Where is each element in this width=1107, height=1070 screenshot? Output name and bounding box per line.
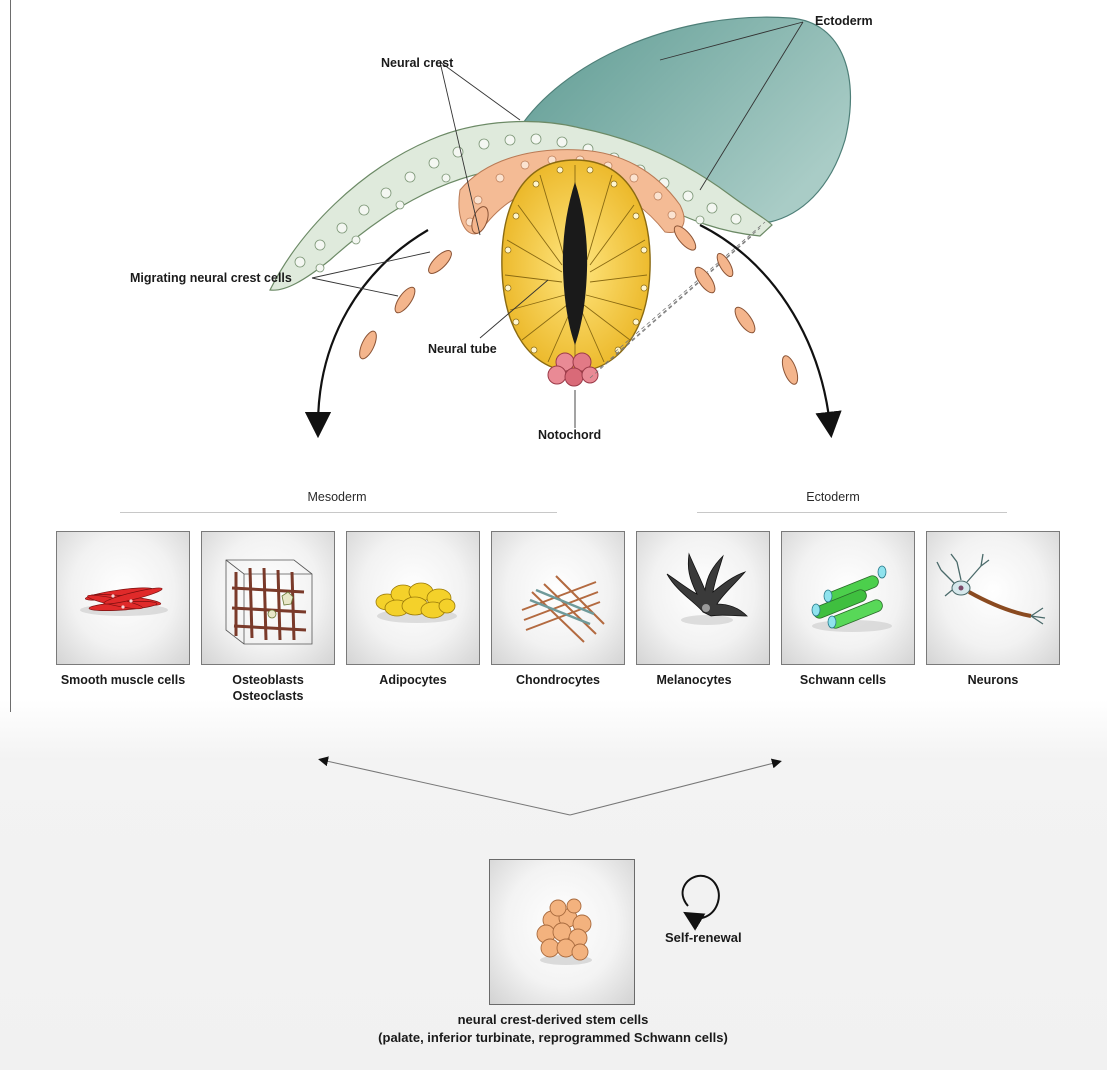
panel-neurons xyxy=(926,531,1060,665)
stem-cells-caption-line1: neural crest-derived stem cells xyxy=(458,1012,649,1027)
label-ectoderm-top: Ectoderm xyxy=(815,14,873,28)
caption-adipocytes: Adipocytes xyxy=(338,672,488,688)
caption-neurons: Neurons xyxy=(918,672,1068,688)
schwann-cell-icon xyxy=(782,532,916,666)
stem-cells-caption-line2: (palate, inferior turbinate, reprogramme… xyxy=(378,1030,728,1045)
panel-chondrocytes xyxy=(491,531,625,665)
caption-line: Schwann cells xyxy=(768,672,918,688)
label-self-renewal: Self-renewal xyxy=(665,930,742,945)
neuron-icon xyxy=(927,532,1061,666)
panel-osteoblasts xyxy=(201,531,335,665)
arrow-to-mesoderm xyxy=(318,230,428,425)
caption-osteo: Osteoblasts Osteoclasts xyxy=(193,672,343,704)
melanocyte-icon xyxy=(637,532,771,666)
caption-line: Melanocytes xyxy=(619,672,769,688)
stem-cell-panel xyxy=(489,859,635,1005)
panel-melanocytes xyxy=(636,531,770,665)
panel-adipocytes xyxy=(346,531,480,665)
cartilage-icon xyxy=(492,532,626,666)
embryo-illustration xyxy=(0,0,1107,460)
group-ectoderm-rule xyxy=(697,512,1007,513)
caption-chondrocytes: Chondrocytes xyxy=(483,672,633,688)
label-neural-crest: Neural crest xyxy=(381,56,453,70)
label-neural-tube: Neural tube xyxy=(428,342,497,356)
caption-line: Smooth muscle cells xyxy=(48,672,198,688)
panel-smooth-muscle xyxy=(56,531,190,665)
stem-cell-cluster-icon xyxy=(490,860,636,1006)
caption-line: Neurons xyxy=(918,672,1068,688)
caption-line: Osteoclasts xyxy=(193,688,343,704)
smooth-muscle-icon xyxy=(57,532,191,666)
adipocyte-icon xyxy=(347,532,481,666)
label-notochord: Notochord xyxy=(538,428,601,442)
caption-line: Chondrocytes xyxy=(483,672,633,688)
caption-line: Adipocytes xyxy=(338,672,488,688)
caption-line: Osteoblasts xyxy=(193,672,343,688)
caption-schwann: Schwann cells xyxy=(768,672,918,688)
group-mesoderm-rule xyxy=(120,512,557,513)
panel-schwann xyxy=(781,531,915,665)
group-mesoderm-title: Mesoderm xyxy=(307,490,366,504)
caption-melanocytes: Melanocytes xyxy=(619,672,769,688)
group-ectoderm-title: Ectoderm xyxy=(806,490,860,504)
label-migrating-cells: Migrating neural crest cells xyxy=(130,271,292,285)
caption-smooth-muscle: Smooth muscle cells xyxy=(48,672,198,688)
bone-matrix-icon xyxy=(202,532,336,666)
